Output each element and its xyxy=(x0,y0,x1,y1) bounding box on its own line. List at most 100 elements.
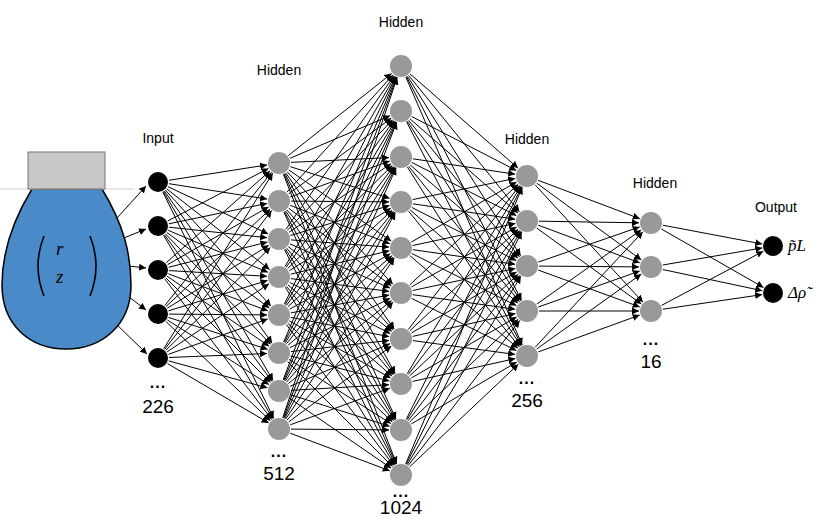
neuron xyxy=(390,191,412,213)
connection xyxy=(169,242,268,267)
connection xyxy=(167,233,269,308)
connection xyxy=(168,207,269,265)
connection xyxy=(168,187,268,234)
connection xyxy=(169,271,267,277)
neuron xyxy=(516,210,538,232)
connection xyxy=(537,274,642,349)
neuron xyxy=(640,300,662,322)
neuron xyxy=(516,255,538,277)
neuron xyxy=(390,282,412,304)
neuron xyxy=(390,328,412,350)
connection xyxy=(289,118,392,194)
output-symbol: p̃L xyxy=(788,236,806,256)
output-neuron: p̃L xyxy=(763,236,806,256)
connection xyxy=(406,77,522,345)
connection xyxy=(169,361,268,388)
unit-count: 1024 xyxy=(380,497,422,519)
connection xyxy=(537,228,642,304)
connection xyxy=(169,354,267,358)
output-neuron: Δρ̃ xyxy=(763,283,806,303)
left-bracket xyxy=(38,236,44,296)
connection xyxy=(537,230,641,304)
connection xyxy=(167,276,269,346)
connection xyxy=(166,278,271,383)
connection xyxy=(166,247,271,350)
connection xyxy=(167,284,269,352)
connection xyxy=(166,171,270,263)
ellipsis: ... xyxy=(519,370,535,388)
layer-title: Hidden xyxy=(633,175,677,191)
output-symbol: Δρ̃ xyxy=(788,283,806,303)
connection xyxy=(535,232,643,347)
connection xyxy=(284,168,396,418)
layer-connections xyxy=(163,74,764,471)
connection xyxy=(286,167,393,306)
connection xyxy=(406,232,521,464)
unit-count: 226 xyxy=(142,396,174,418)
connection xyxy=(286,76,394,229)
layer-title: Input xyxy=(142,130,173,146)
connection xyxy=(288,362,393,467)
connection xyxy=(289,346,392,422)
connection xyxy=(413,178,515,199)
connection xyxy=(165,172,272,305)
connection xyxy=(407,186,521,373)
connection xyxy=(538,225,639,263)
connection xyxy=(663,248,762,265)
connection xyxy=(407,122,522,346)
connection xyxy=(410,364,519,467)
connection xyxy=(290,433,390,471)
vector-symbol: z⃗ xyxy=(0,266,134,288)
connection xyxy=(289,208,391,270)
connection xyxy=(291,429,389,431)
connection xyxy=(283,122,396,418)
neuron-dot xyxy=(763,236,783,256)
connection xyxy=(409,75,520,211)
neuron xyxy=(268,418,290,440)
connection xyxy=(538,270,639,307)
connection xyxy=(168,364,269,423)
neuron xyxy=(148,172,168,192)
neuron xyxy=(516,300,538,322)
layer-title: Hidden xyxy=(505,131,549,147)
neuron xyxy=(390,237,412,259)
connection xyxy=(538,315,639,352)
neuron xyxy=(148,216,168,236)
right-bracket xyxy=(90,236,96,296)
neurons xyxy=(148,55,662,486)
connection xyxy=(537,183,642,260)
neuron xyxy=(516,345,538,367)
connection xyxy=(410,74,518,168)
connection xyxy=(663,270,763,291)
unit-count: 512 xyxy=(263,463,295,485)
connection xyxy=(407,121,520,301)
neuron xyxy=(268,190,290,212)
connection xyxy=(165,211,272,350)
connection xyxy=(288,301,391,384)
connection xyxy=(408,321,519,466)
neuron xyxy=(390,373,412,395)
unit-count: 16 xyxy=(640,351,661,373)
neuron xyxy=(148,304,168,324)
neuron xyxy=(148,348,168,368)
neuron xyxy=(390,464,412,486)
connection xyxy=(413,159,515,174)
connection xyxy=(166,209,270,306)
connection xyxy=(289,398,391,468)
layer-title: Output xyxy=(755,199,797,215)
connection xyxy=(406,187,523,464)
connection xyxy=(287,302,393,420)
connection xyxy=(663,295,762,310)
connection xyxy=(539,221,639,223)
connection xyxy=(163,192,274,418)
ellipsis: ... xyxy=(271,443,287,461)
connection xyxy=(169,281,268,311)
ellipsis: ... xyxy=(643,331,659,349)
connection xyxy=(284,122,396,380)
connection xyxy=(169,165,267,180)
connection xyxy=(168,230,268,272)
connection xyxy=(288,74,391,156)
connection xyxy=(409,120,520,256)
neuron xyxy=(390,55,412,77)
